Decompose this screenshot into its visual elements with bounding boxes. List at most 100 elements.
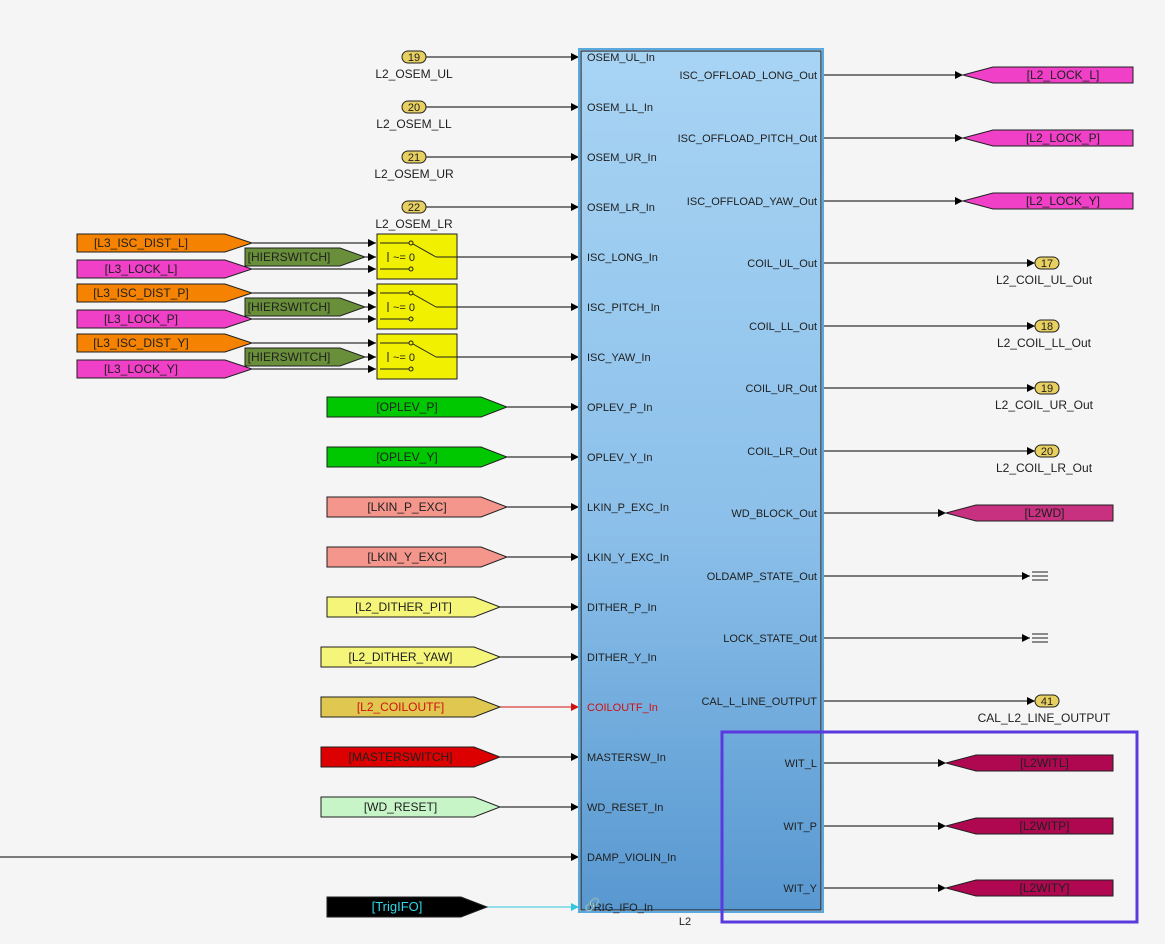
from-tag-hierswitch[interactable]	[244, 347, 367, 367]
outport-label: CAL_L2_LINE_OUTPUT	[978, 711, 1111, 725]
from-tag[interactable]	[320, 746, 502, 768]
input-port-isc_long_in: ISC_LONG_In	[587, 252, 658, 264]
output-port-coil_ur_out: COIL_UR_Out	[745, 383, 817, 395]
dist-label: [L3_ISC_DIST_L]	[94, 236, 188, 250]
from-tag-label: [L2_COILOUTF]	[357, 700, 444, 714]
arrowhead	[938, 884, 946, 892]
arrowhead	[368, 239, 376, 247]
output-port-lock_state_out: LOCK_STATE_Out	[723, 633, 817, 645]
arrowhead	[1027, 322, 1035, 330]
arrowhead	[571, 153, 579, 161]
arrowhead	[955, 197, 963, 205]
from-tag-hierswitch[interactable]	[244, 297, 367, 317]
terminator-block[interactable]	[1032, 571, 1048, 581]
arrowhead	[1022, 634, 1030, 642]
from-tag[interactable]	[320, 696, 502, 718]
outport-number: 20	[1041, 446, 1053, 458]
input-port-oplev_y_in: OPLEV_Y_In	[587, 452, 652, 464]
arrowhead	[1027, 384, 1035, 392]
outport-17[interactable]	[1034, 256, 1060, 270]
inport-22[interactable]	[401, 200, 427, 214]
from-tag-isc-dist[interactable]	[76, 333, 254, 353]
arrowhead	[368, 253, 376, 261]
goto-tag[interactable]	[944, 754, 1114, 772]
switch-condition: ~= 0	[393, 352, 415, 364]
from-tag[interactable]	[320, 796, 502, 818]
l2-subsystem-block[interactable]: L2OSEM_UL_InOSEM_LL_InOSEM_UR_InOSEM_LR_…	[578, 48, 824, 928]
output-port-cal_l_line_output: CAL_L_LINE_OUTPUT	[701, 696, 817, 708]
arrowhead	[368, 339, 376, 347]
inport-19[interactable]	[401, 50, 427, 64]
goto-tag[interactable]	[961, 66, 1134, 84]
switch-lever	[412, 293, 437, 308]
arrowhead	[571, 403, 579, 411]
goto-tag[interactable]	[944, 879, 1114, 897]
arrowhead	[571, 653, 579, 661]
inport-20[interactable]	[401, 100, 427, 114]
outport-label: L2_COIL_UL_Out	[996, 273, 1093, 287]
from-tag-label: [OPLEV_P]	[376, 400, 437, 414]
outport-41[interactable]	[1034, 694, 1060, 708]
arrowhead	[955, 134, 963, 142]
from-tag[interactable]	[320, 646, 502, 668]
arrowhead	[571, 253, 579, 261]
arrowhead	[571, 53, 579, 61]
terminator-group	[1032, 571, 1048, 643]
block-body[interactable]	[580, 50, 822, 911]
inport-label: L2_OSEM_UR	[374, 167, 454, 181]
goto-tag[interactable]	[944, 817, 1114, 835]
goto-tag-label: [L2WD]	[1024, 506, 1064, 520]
arrowhead	[571, 353, 579, 361]
from-tag-lock[interactable]	[76, 309, 254, 329]
from-tag-lock[interactable]	[76, 359, 254, 379]
lock-label: [L3_LOCK_L]	[105, 262, 178, 276]
arrowhead	[368, 353, 376, 361]
output-port-isc_offload_pitch_out: ISC_OFFLOAD_PITCH_Out	[678, 133, 817, 145]
arrowhead	[571, 803, 579, 811]
goto-tag[interactable]	[961, 192, 1134, 210]
input-port-trig_ifo_in: TRIG_IFO_In	[587, 902, 653, 914]
outport-18[interactable]	[1034, 319, 1060, 333]
input-port-dither_p_in: DITHER_P_In	[587, 602, 657, 614]
from-tag-label: [LKIN_P_EXC]	[367, 500, 446, 514]
arrowhead	[368, 303, 376, 311]
output-port-wit_y: WIT_Y	[783, 883, 817, 895]
terminator-block[interactable]	[1032, 633, 1048, 643]
arrowhead	[368, 289, 376, 297]
from-tag[interactable]	[326, 496, 509, 518]
from-tag[interactable]	[326, 546, 509, 568]
outport-number: 19	[1041, 383, 1053, 395]
hierswitch-label: [HIERSWITCH]	[248, 300, 331, 314]
from-tag[interactable]	[326, 446, 509, 468]
from-tag-isc-dist[interactable]	[76, 283, 254, 303]
inport-number: 22	[408, 202, 420, 214]
from-tag-lock[interactable]	[76, 259, 254, 279]
arrowhead	[571, 853, 579, 861]
outport-label: L2_COIL_UR_Out	[995, 398, 1094, 412]
from-tag[interactable]	[326, 596, 502, 618]
arrowhead	[368, 265, 376, 273]
outport-20[interactable]	[1034, 444, 1060, 458]
from-tag[interactable]	[326, 896, 489, 918]
arrowhead	[938, 509, 946, 517]
selection-highlight	[720, 730, 1139, 924]
from-tag-label: [OPLEV_Y]	[376, 450, 437, 464]
signal-wires	[0, 53, 1035, 911]
arrowhead	[1027, 259, 1035, 267]
arrowhead	[571, 503, 579, 511]
arrowhead	[1027, 447, 1035, 455]
arrowhead	[571, 703, 579, 711]
arrowhead	[571, 453, 579, 461]
arrowhead	[1022, 572, 1030, 580]
inport-21[interactable]	[401, 150, 427, 164]
from-tag-hierswitch[interactable]	[244, 247, 367, 267]
from-tag-isc-dist[interactable]	[76, 233, 254, 253]
goto-tag[interactable]	[944, 504, 1114, 522]
goto-tag[interactable]	[961, 129, 1134, 147]
from-tag[interactable]	[326, 396, 509, 418]
goto-tag-group: [L2_LOCK_L][L2_LOCK_P][L2_LOCK_Y][L2WD][…	[944, 66, 1134, 897]
goto-tag-label: [L2WITP]	[1019, 819, 1069, 833]
output-port-isc_offload_yaw_out: ISC_OFFLOAD_YAW_Out	[687, 196, 817, 208]
outport-19[interactable]	[1034, 381, 1060, 395]
inport-label: L2_OSEM_LR	[375, 217, 453, 231]
